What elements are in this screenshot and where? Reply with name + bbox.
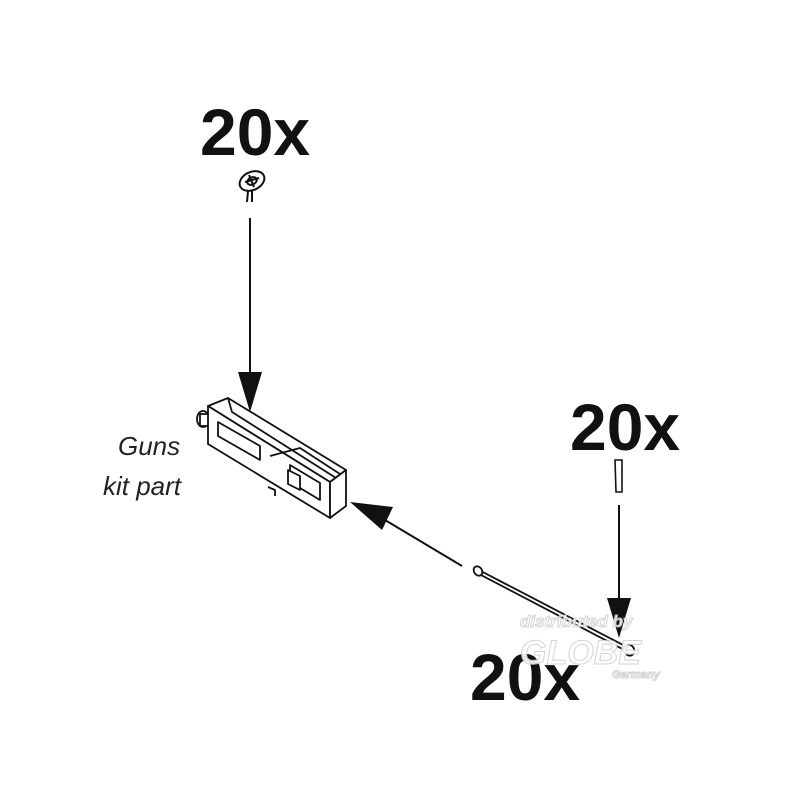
gun-body-part	[196, 397, 347, 519]
tip-arrow	[607, 505, 631, 638]
watermark-line3: Germany	[612, 669, 661, 681]
barrel-quantity: 20x	[470, 640, 580, 714]
barrel-rod-part	[472, 565, 636, 657]
distributor-watermark: distributed by GLOBE Germany	[520, 612, 662, 682]
guns-label-line1: Guns	[118, 431, 180, 461]
watermark-logo: GLOBE	[520, 634, 642, 672]
tip-quantity: 20x	[570, 390, 680, 464]
sight-quantity: 20x	[200, 95, 310, 169]
ring-sight-part	[238, 170, 266, 203]
barrel-tip-part	[614, 459, 623, 493]
guns-label-line2: kit part	[103, 471, 183, 501]
sight-arrow	[238, 218, 262, 412]
watermark-line1: distributed by	[520, 612, 634, 631]
barrel-arrow	[350, 502, 463, 567]
